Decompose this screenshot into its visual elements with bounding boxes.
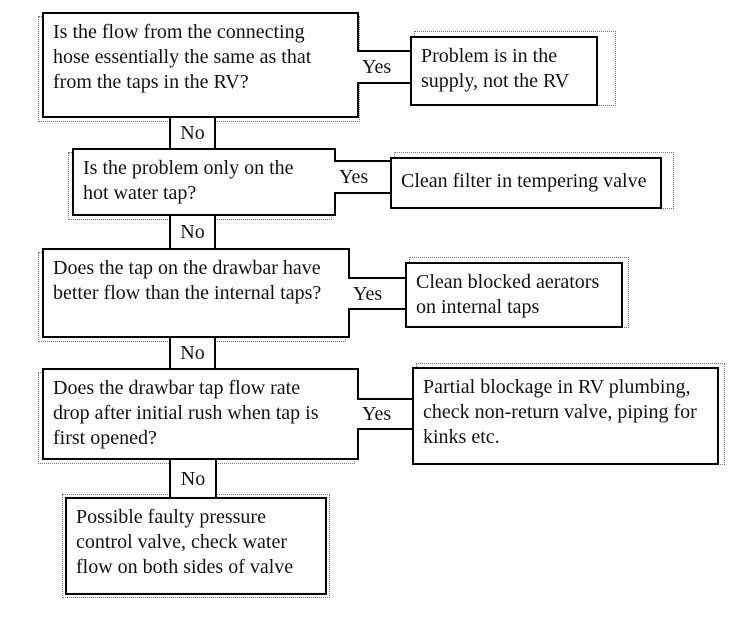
question-box-drawbar-better-flow: Does the tap on the drawbar have better …	[42, 248, 350, 338]
action-text: Clean blocked aerators on internal taps	[416, 271, 600, 318]
edge-no-label: No	[180, 467, 206, 490]
edge-yes-label: Yes	[353, 282, 383, 305]
edge-q1-yes-connector: Yes	[357, 50, 410, 84]
edge-q2-no-connector: No	[169, 216, 216, 248]
edge-yes-label: Yes	[362, 56, 392, 78]
action-box-clean-aerators: Clean blocked aerators on internal taps	[405, 262, 623, 328]
edge-no-label: No	[180, 342, 205, 364]
edge-yes-label: Yes	[362, 403, 392, 425]
question-box-hot-water-tap-only: Is the problem only on the hot water tap…	[72, 148, 336, 216]
action-text: Partial blockage in RV plumbing, check n…	[423, 376, 697, 448]
edge-no-label: No	[180, 221, 205, 243]
action-box-clean-filter: Clean filter in tempering valve	[390, 157, 662, 209]
action-box-partial-blockage: Partial blockage in RV plumbing, check n…	[412, 367, 719, 465]
action-text: Clean filter in tempering valve	[401, 170, 647, 192]
question-box-flow-rate-drop: Does the drawbar tap flow rate drop afte…	[42, 368, 359, 460]
edge-q3-no-connector: No	[169, 338, 216, 368]
edge-q4-no-connector: No	[169, 460, 217, 497]
action-box-faulty-pressure-valve: Possible faulty pressure control valve, …	[65, 497, 327, 595]
question-text: Does the tap on the drawbar have better …	[53, 257, 322, 304]
edge-q2-yes-connector: Yes	[334, 160, 390, 194]
question-text: Is the flow from the connecting hose ess…	[53, 21, 312, 93]
question-text: Is the problem only on the hot water tap…	[83, 157, 294, 204]
edge-q1-no-connector: No	[169, 118, 216, 148]
edge-q4-yes-connector: Yes	[357, 398, 412, 430]
action-text: Problem is in the supply, not the RV	[421, 45, 570, 92]
action-text: Possible faulty pressure control valve, …	[76, 506, 294, 578]
edge-q3-yes-connector: Yes	[348, 277, 405, 310]
action-box-problem-in-supply: Problem is in the supply, not the RV	[410, 36, 598, 106]
question-box-flow-same-as-taps: Is the flow from the connecting hose ess…	[42, 12, 359, 118]
edge-no-label: No	[180, 122, 205, 144]
question-text: Does the drawbar tap flow rate drop afte…	[53, 377, 319, 449]
edge-yes-label: Yes	[339, 166, 369, 188]
